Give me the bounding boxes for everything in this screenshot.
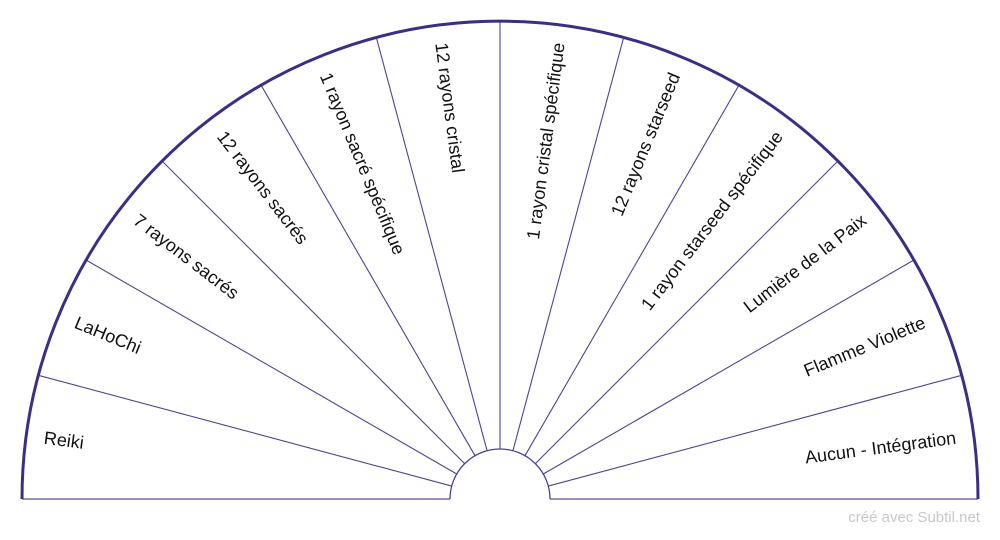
inner-arc [449,448,551,500]
sector-label: 12 rayons cristal [431,41,468,174]
sector-label: 12 rayons sacrés [213,127,312,248]
sector-label: Lumière de la Paix [740,210,870,317]
sector-divider [524,84,740,456]
sector-divider [260,84,476,456]
watermark: créé avec Subtil.net [848,509,980,526]
sector-divider [534,160,839,465]
sector-label: Flamme Violette [801,313,928,381]
sector-label: Reiki [43,428,85,453]
outer-arc [20,19,980,500]
sector-label: Aucun - Intégration [804,428,957,468]
sector-divider [161,160,466,465]
sector-divider [38,374,452,487]
sector-label: 12 rayons starseed [607,70,684,219]
sector-divider [543,259,915,475]
sector-label: LaHoChi [72,313,144,358]
sector-label: 1 rayon cristal spécifique [523,41,569,240]
sector-divider [548,374,962,487]
sector-label: 1 rayon sacré spécifique [316,70,409,258]
sector-divider [512,37,625,451]
sector-divider [85,259,457,475]
sector-divider [375,37,488,451]
